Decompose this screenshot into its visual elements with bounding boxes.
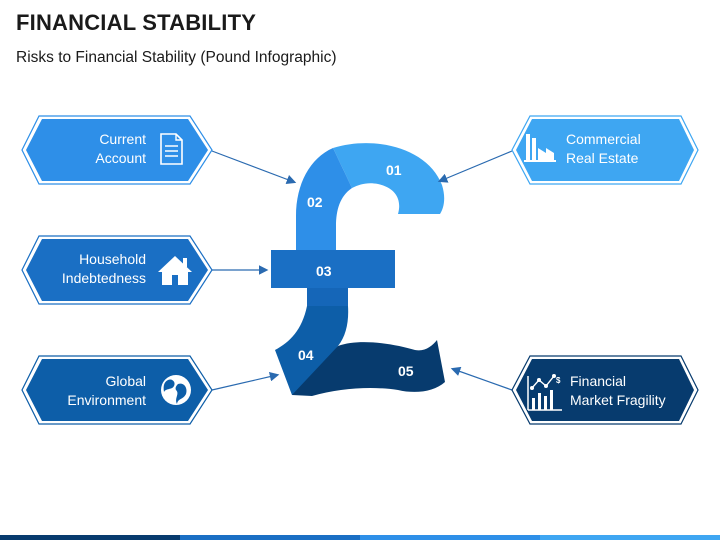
connector-current-account xyxy=(211,150,297,184)
connector-financial-market-fragility xyxy=(450,366,513,391)
globe-icon xyxy=(161,375,191,405)
card-label-line1: Financial xyxy=(570,373,626,389)
card-label-line1: Commercial xyxy=(566,131,641,147)
connector-commercial-real-estate xyxy=(437,150,513,183)
page-subtitle: Risks to Financial Stability (Pound Info… xyxy=(16,49,337,66)
segment-label-02: 02 xyxy=(307,194,323,210)
pound-segment-04 xyxy=(275,306,349,395)
segment-label-03: 03 xyxy=(316,263,332,279)
card-label-line2: Real Estate xyxy=(566,150,639,166)
page-title: FINANCIAL STABILITY xyxy=(16,10,257,35)
svg-text:$: $ xyxy=(556,376,561,385)
card-financial-market-fragility: Financial Market Fragility $ xyxy=(511,355,699,425)
house-icon xyxy=(158,256,192,285)
segment-label-04: 04 xyxy=(298,347,314,363)
card-label-line2: Environment xyxy=(67,392,146,408)
pound-segment-05 xyxy=(292,340,445,396)
segment-label-01: 01 xyxy=(386,162,402,178)
pound-segment-03 xyxy=(271,250,395,288)
card-label-line1: Household xyxy=(79,251,146,267)
card-label-line2: Market Fragility xyxy=(570,392,666,408)
card-current-account: Current Account xyxy=(21,115,213,185)
card-global-environment: Global Environment xyxy=(21,355,213,425)
card-label-line1: Current xyxy=(99,131,146,147)
card-household-indebtedness: Household Indebtedness xyxy=(21,235,213,305)
card-label-line1: Global xyxy=(106,373,146,389)
market-chart-icon: $ xyxy=(527,374,562,411)
factory-icon xyxy=(524,134,556,162)
pound-segment-01 xyxy=(333,143,445,214)
pound-segment-02 xyxy=(296,148,352,250)
card-commercial-real-estate: Commercial Real Estate xyxy=(511,115,699,185)
pound-stem xyxy=(307,288,348,306)
bottom-accent-bar xyxy=(0,535,720,540)
connector-global-environment xyxy=(211,371,280,391)
card-label-line2: Account xyxy=(95,150,146,166)
segment-label-05: 05 xyxy=(398,363,414,379)
document-icon xyxy=(160,133,183,165)
card-label-line2: Indebtedness xyxy=(62,270,146,286)
